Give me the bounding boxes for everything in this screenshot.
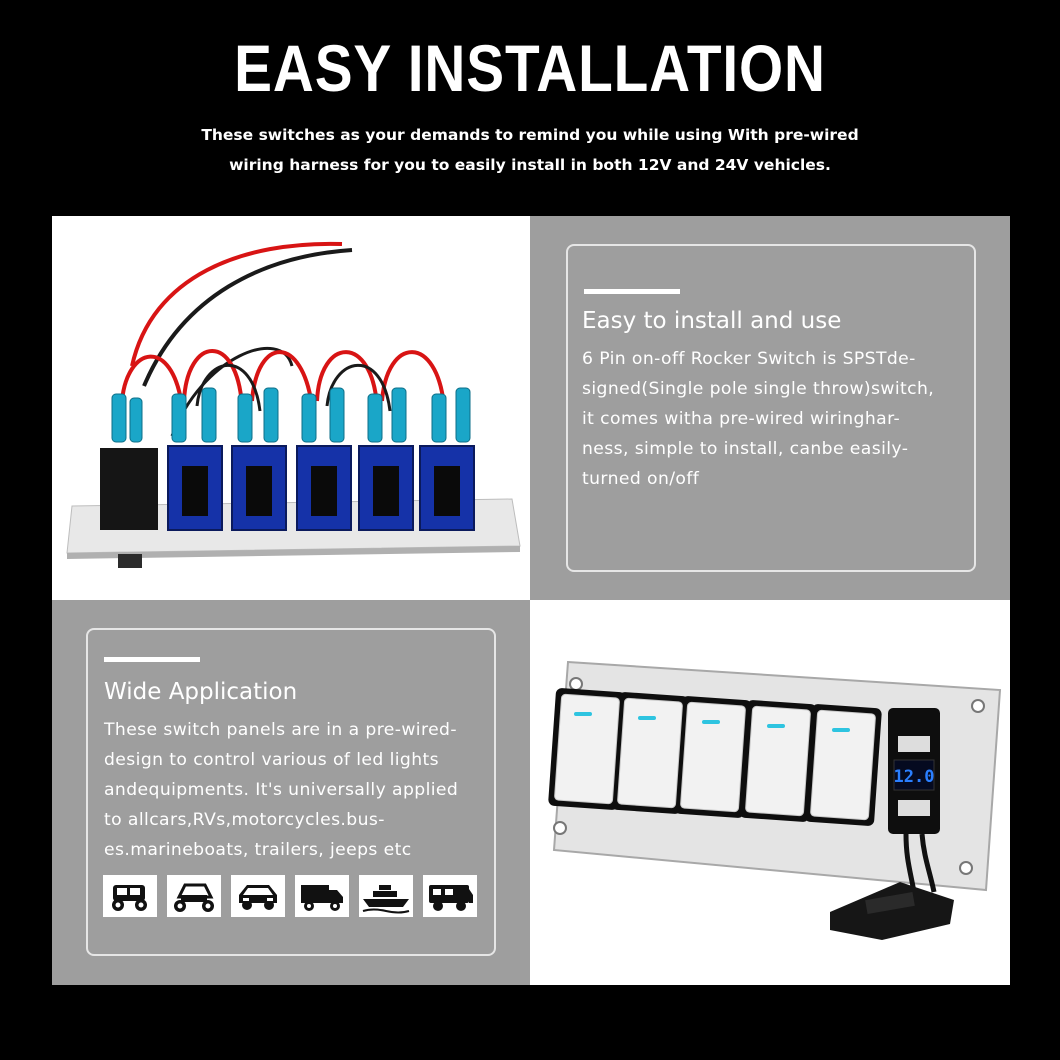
description-line: it comes witha pre-wired wiringhar-: [582, 409, 901, 429]
install-feature-title: Easy to install and use: [582, 308, 842, 334]
application-feature-title: Wide Application: [104, 679, 298, 705]
application-feature-description: These switch panels are in a pre-wired- …: [104, 715, 458, 865]
switch-panel-front-photo: 12.0: [530, 600, 1010, 985]
install-feature-card: Easy to install and use 6 Pin on-off Roc…: [566, 244, 976, 572]
jeep-icon: [103, 875, 157, 917]
description-line: These switch panels are in a pre-wired-: [104, 720, 457, 740]
description-line: signed(Single pole single throw)switch,: [582, 379, 935, 399]
subtitle-line-1: These switches as your demands to remind…: [201, 126, 859, 144]
wired-switch-panel-photo: [52, 216, 530, 600]
utv-icon: [167, 875, 221, 917]
boat-icon: [359, 875, 413, 917]
car-icon: [231, 875, 285, 917]
voltmeter-reading: 12.0: [894, 767, 935, 787]
page-title: EASY INSTALLATION: [234, 31, 826, 105]
truck-icon: [295, 875, 349, 917]
description-line: turned on/off: [582, 469, 700, 489]
rv-icon: [423, 875, 477, 917]
title-accent-bar: [104, 657, 200, 662]
application-feature-card: Wide Application These switch panels are…: [86, 628, 496, 956]
install-feature-description: 6 Pin on-off Rocker Switch is SPSTde- si…: [582, 344, 934, 494]
description-line: es.marineboats, trailers, jeeps etc: [104, 840, 412, 860]
install-feature-panel: Easy to install and use 6 Pin on-off Roc…: [530, 216, 1010, 600]
description-line: andequipments. It's universally applied: [104, 780, 459, 800]
description-line: 6 Pin on-off Rocker Switch is SPSTde-: [582, 349, 916, 369]
description-line: ness, simple to install, canbe easily-: [582, 439, 909, 459]
description-line: to allcars,RVs,motorcycles.bus-: [104, 810, 385, 830]
description-line: design to control various of led lights: [104, 750, 440, 770]
vehicle-icon-row: [103, 875, 483, 917]
wired-panel-illustration: [66, 241, 521, 568]
switch-panel-illustration: 12.0: [548, 660, 1002, 940]
application-feature-panel: Wide Application These switch panels are…: [52, 600, 530, 985]
subtitle-line-2: wiring harness for you to easily install…: [229, 156, 831, 174]
title-accent-bar: [584, 289, 680, 294]
